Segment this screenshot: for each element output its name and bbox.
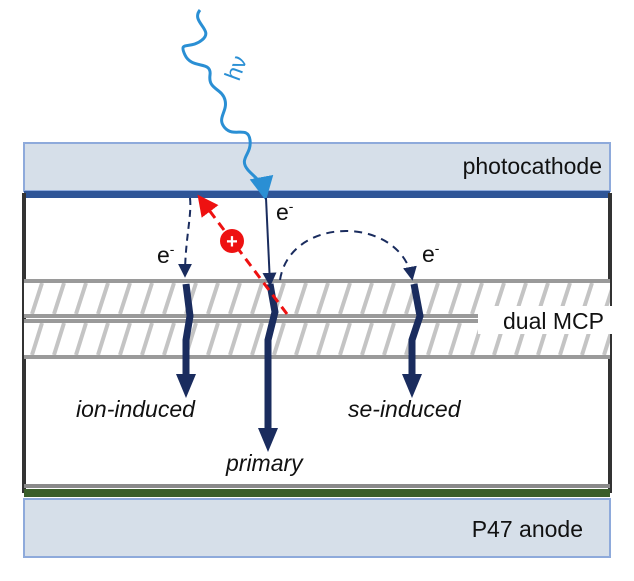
mcp-channel-bottom	[206, 323, 220, 355]
mcp-channel-top	[426, 283, 440, 314]
mcp-channel-bottom	[30, 323, 44, 355]
mcp-channel-bottom	[294, 323, 308, 355]
mcp-channel-top	[250, 283, 264, 314]
mcp-channel-top	[470, 283, 484, 314]
mcp-channel-bottom	[10, 323, 20, 355]
mcp-channel-bottom	[382, 323, 396, 355]
ion-electron-label: e-	[157, 241, 175, 268]
photon-wave	[181, 9, 274, 201]
mcp-channel-top	[118, 283, 132, 314]
mcp-channel-top	[316, 283, 330, 314]
mcp-channel-top	[140, 283, 154, 314]
mcp-channel-top	[74, 283, 88, 314]
mcp-channel-bottom	[602, 329, 610, 355]
ion-circle	[220, 229, 244, 253]
anode-strip-gray	[24, 484, 610, 488]
mcp-channel-top	[448, 283, 462, 314]
mcp-channel-bottom	[338, 323, 352, 355]
ion-induced-arrow-head	[176, 374, 196, 398]
ion-induced-avalanche	[182, 283, 194, 385]
mcp-channel-bottom	[118, 323, 132, 355]
mcp-channel-bottom	[74, 323, 88, 355]
mcp-channel-bottom	[140, 323, 154, 355]
se-induced-arrow-head	[402, 374, 422, 398]
ion-feedback-path	[197, 194, 289, 315]
anode-phosphor-strip	[24, 489, 610, 497]
cathode-strip	[24, 191, 610, 198]
se-electron-label: e-	[422, 240, 440, 267]
dual-mcp-label-bg	[478, 306, 612, 334]
mcp-channel-bottom	[272, 323, 286, 355]
mcp-channel-top	[10, 283, 20, 314]
mcp-channel-bottom	[96, 323, 110, 355]
primary-electron-label: e-	[276, 198, 294, 225]
mcp-channel-top	[52, 283, 66, 314]
mcp-channel-top	[626, 283, 634, 314]
se-arc-path	[279, 230, 417, 281]
anode-panel	[23, 498, 611, 558]
primary-label: primary	[225, 450, 304, 476]
mcp-channel-bottom	[52, 323, 66, 355]
mcp-channel-bottom	[426, 323, 440, 355]
dual-mcp-label: dual MCP	[503, 308, 604, 334]
mcp-channel-top	[30, 283, 44, 314]
mcp-channel-bottom	[360, 323, 374, 355]
mcp-channel-top	[294, 283, 308, 314]
primary-arrow-head	[258, 428, 278, 452]
mcp-channel-bottom	[626, 323, 634, 355]
photocathode-panel	[23, 142, 611, 192]
ion-induced-label: ion-induced	[76, 396, 196, 422]
mcp-channel-top	[228, 283, 242, 314]
mcp-channel-bottom	[250, 323, 264, 355]
mcp-channel-top	[96, 283, 110, 314]
se-induced-label: se-induced	[348, 396, 462, 422]
mcp-channel-bottom	[162, 323, 176, 355]
photocathode-label: photocathode	[463, 153, 602, 179]
se-induced-avalanche	[408, 283, 424, 385]
mcp-channel-bottom	[316, 323, 330, 355]
ion-induced-electron-path	[178, 197, 193, 278]
mcp-channel-top	[162, 283, 176, 314]
primary-avalanche	[264, 283, 279, 440]
mcp-channel-top	[382, 283, 396, 314]
primary-electron-path	[262, 197, 277, 287]
photon-label: hν	[219, 52, 252, 84]
anode-label: P47 anode	[472, 516, 583, 542]
mcp-channel-top	[206, 283, 220, 314]
mcp-channel-bottom	[228, 323, 242, 355]
mcp-channel-top	[360, 283, 374, 314]
ion-plus-label: +	[226, 231, 238, 253]
mcp-channel-bottom	[448, 323, 462, 355]
mcp-channel-top	[338, 283, 352, 314]
